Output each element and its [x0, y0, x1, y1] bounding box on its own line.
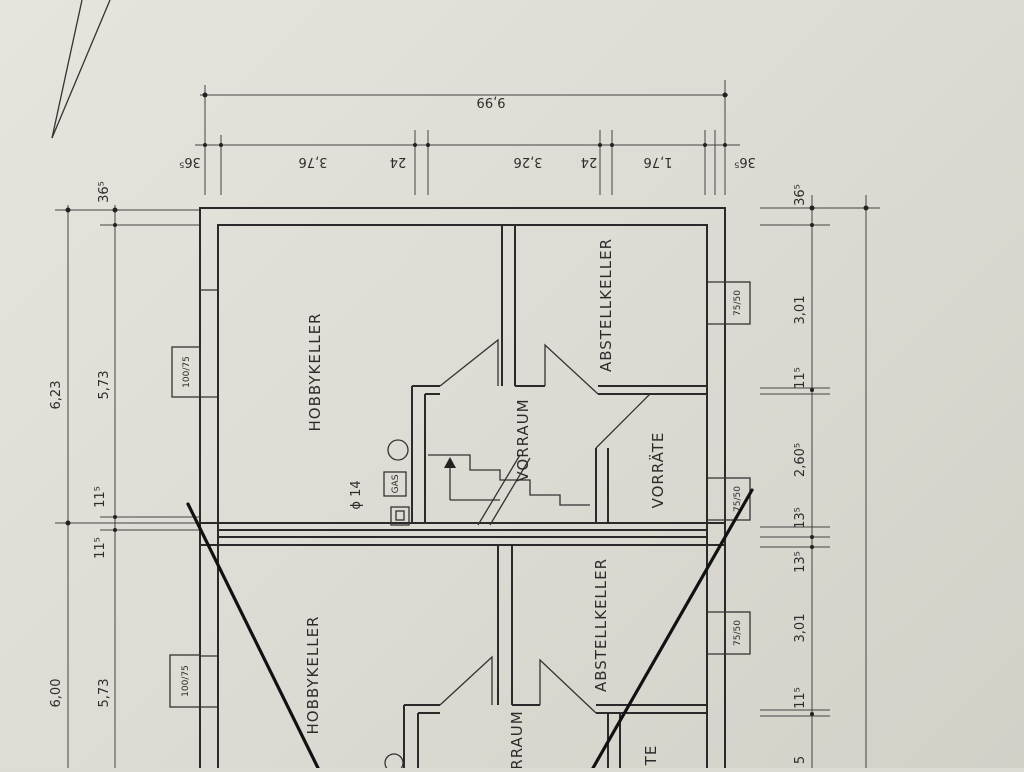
gas-label: GAS	[391, 474, 401, 493]
room-vorraum-upper: VORRAUM	[514, 398, 532, 481]
dim-left-wall-mid-1: 11⁵	[93, 486, 108, 508]
room-abstellkeller-lower: ABSTELLKELLER	[592, 558, 610, 692]
dim-top-seg-3: 24	[390, 154, 407, 169]
dim-right-8: 11⁵	[793, 687, 808, 709]
dim-left-inner-lower: 5,73	[97, 679, 112, 708]
dim-left-wall-top: 36⁵	[97, 181, 112, 203]
dim-top-total: 9,99	[477, 94, 506, 109]
dim-left-overall-lower: 6,00	[49, 679, 64, 708]
dim-top-seg-7: 36⁵	[734, 154, 756, 169]
windows	[169, 281, 751, 708]
dim-right-2: 3,01	[793, 296, 808, 325]
dim-right-1: 36⁵	[793, 184, 808, 206]
room-vorraete: VORRÄTE	[648, 432, 667, 509]
walls	[199, 207, 726, 768]
dim-right-4: 2,60⁵	[793, 443, 808, 477]
window-label-left-lower: 100/75	[181, 665, 191, 697]
room-hobbykeller-lower: HOBBYKELLER	[304, 616, 322, 735]
window-label-right-middle: 75/50	[733, 486, 743, 512]
room-hobbykeller-upper: HOBBYKELLER	[306, 313, 324, 432]
dim-top-seg-5: 24	[581, 154, 598, 169]
dim-top-seg-4: 3,26	[514, 154, 543, 169]
dim-right-partial: 5	[793, 756, 808, 764]
room-vorraete-lower: TE	[642, 745, 660, 767]
dim-top-seg-6: 1,76	[644, 154, 673, 169]
window-label-right-lower: 75/50	[733, 620, 743, 646]
room-abstellkeller-upper: ABSTELLKELLER	[597, 238, 615, 372]
stair	[428, 454, 590, 526]
dim-top-seg-1: 36⁵	[179, 154, 201, 169]
north-arrow-icon	[51, 0, 111, 139]
dim-right-5: 13⁵	[793, 507, 808, 529]
dim-top-seg-2: 3,76	[299, 154, 328, 169]
window-label-right-upper: 75/50	[733, 290, 743, 316]
crossed-out-mark	[186, 488, 754, 770]
window-label-left-upper: 100/75	[182, 356, 192, 388]
dim-right-7: 3,01	[793, 614, 808, 643]
dim-left-overall-upper: 6,23	[49, 381, 64, 410]
pipe-diameter-label: ϕ 14	[349, 480, 364, 509]
room-vorraum-lower: RRAUM	[508, 710, 526, 768]
stair-arrow-icon	[444, 457, 456, 468]
dim-left-inner-upper: 5,73	[97, 371, 112, 400]
right-dimension-lines	[760, 195, 880, 768]
dim-right-3: 11⁵	[793, 367, 808, 389]
door-swings	[439, 338, 651, 714]
top-dimension-lines	[195, 80, 740, 195]
gas-meter-icon	[383, 439, 410, 772]
dim-right-6: 13⁵	[793, 551, 808, 573]
dim-left-wall-mid-2: 11⁵	[93, 537, 108, 559]
left-dimension-lines	[55, 205, 200, 768]
